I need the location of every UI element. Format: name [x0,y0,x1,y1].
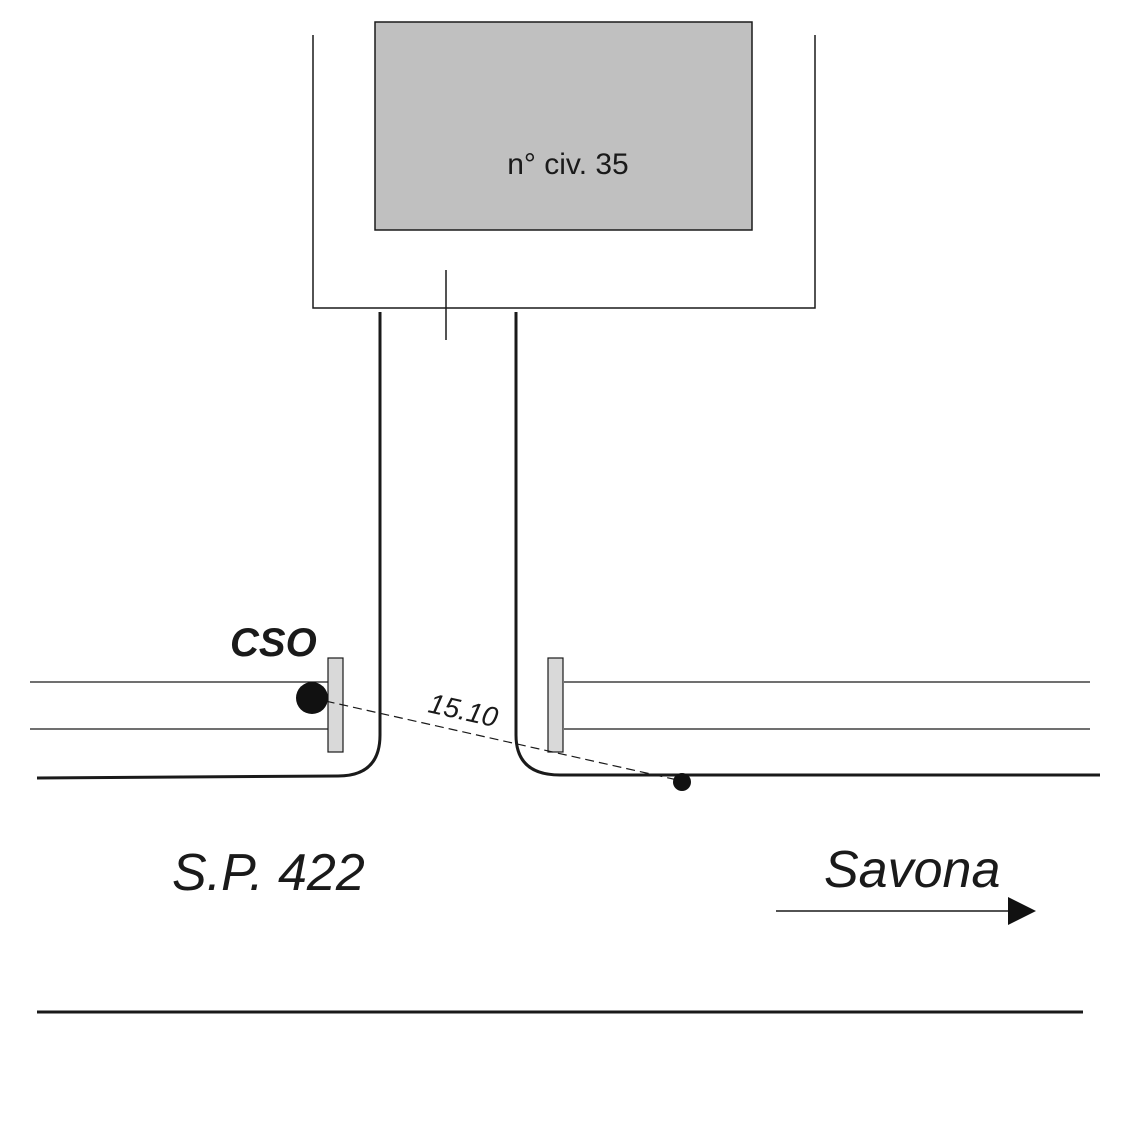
road-label: S.P. 422 [172,844,365,902]
driveway-right-edge [514,312,1100,777]
reference-point [673,773,691,791]
gate-post-right [547,657,564,753]
direction-arrow-icon [1008,897,1036,925]
building-block [374,21,753,231]
cso-label: CSO [230,621,317,665]
driveway-left-edge [36,312,382,780]
measurement-line [311,697,683,782]
lot-boundary [312,35,816,309]
cso-marker [296,682,328,714]
building-label: n° civ. 35 [507,148,629,181]
direction-label: Savona [824,841,1000,899]
